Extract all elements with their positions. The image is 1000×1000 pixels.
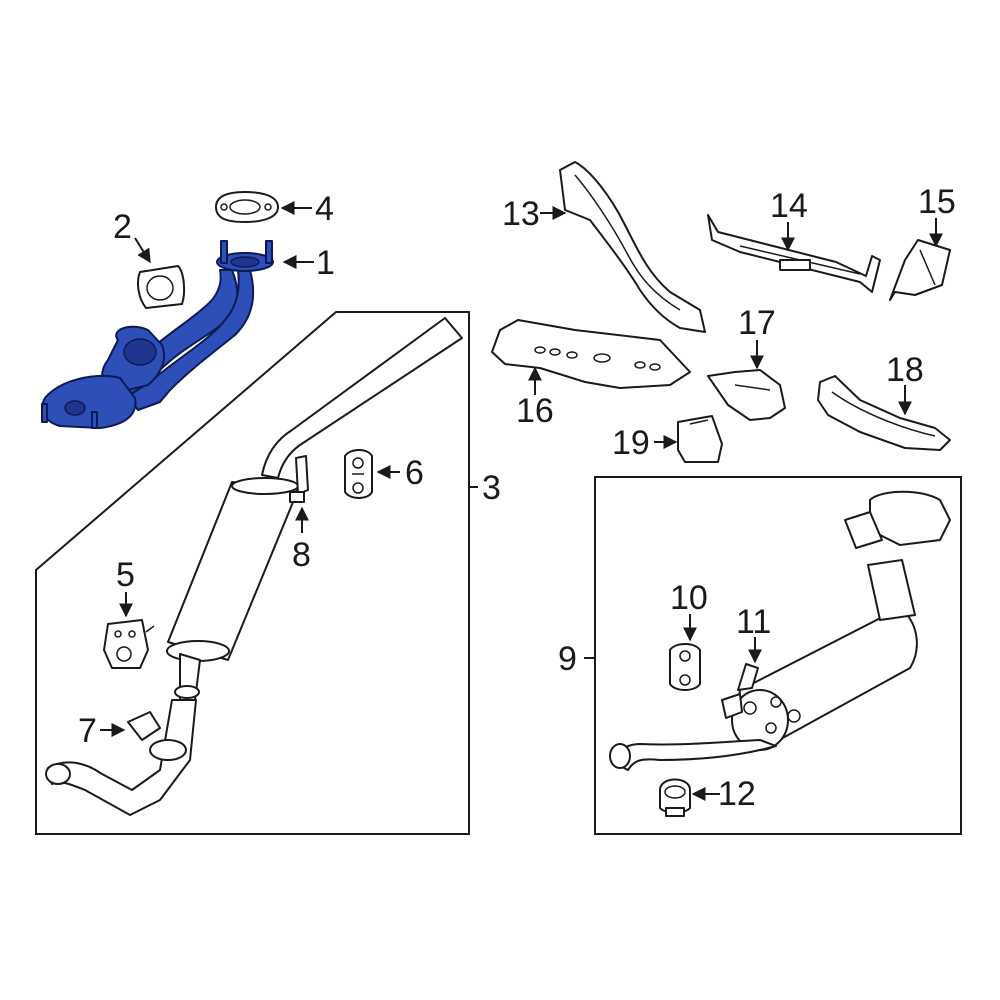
callout-2: 2 [113,208,132,246]
bracket-15[interactable] [889,239,951,301]
assembly-3-frame [35,311,470,835]
callout-16: 16 [516,392,554,430]
heat-shield-18[interactable] [817,375,951,451]
callout-1: 1 [316,244,335,282]
callout-12: 12 [718,775,756,813]
hanger-5[interactable] [103,619,155,669]
isolator-6[interactable] [344,449,373,499]
heat-shield-14[interactable] [707,214,881,293]
callout-15: 15 [918,183,956,221]
callout-14: 14 [770,187,808,225]
muffler-tailpipe-assembly[interactable] [609,490,951,771]
callout-6: 6 [405,454,424,492]
callout-10: 10 [670,579,708,617]
callout-4: 4 [315,190,334,228]
callout-19: 19 [612,424,650,462]
leader-lines [100,201,943,801]
callout-5: 5 [116,556,135,594]
callout-labels: 1 2 3 4 5 6 7 8 9 10 11 12 13 14 15 16 1… [78,183,956,813]
heat-shield-17[interactable] [707,369,786,421]
gasket-4[interactable] [215,191,279,223]
clamp-12[interactable] [659,778,691,817]
callout-13: 13 [502,195,540,233]
callout-7: 7 [78,712,97,750]
assembly-9-frame [594,476,962,835]
callout-11: 11 [736,603,771,641]
bracket-11[interactable] [737,663,759,691]
heat-shield-16[interactable] [491,319,691,389]
bracket-19[interactable] [677,415,723,463]
gasket-2[interactable] [137,265,186,309]
callout-17: 17 [738,304,776,342]
front-exhaust-pipe[interactable] [41,240,274,429]
callout-9: 9 [558,640,577,678]
heat-shield-13[interactable] [559,161,706,333]
callout-3: 3 [482,469,501,507]
bracket-8[interactable] [289,455,309,503]
isolator-10[interactable] [669,643,701,691]
callout-8: 8 [292,536,311,574]
callout-18: 18 [886,351,924,389]
intermediate-pipe-resonator[interactable] [45,317,463,816]
